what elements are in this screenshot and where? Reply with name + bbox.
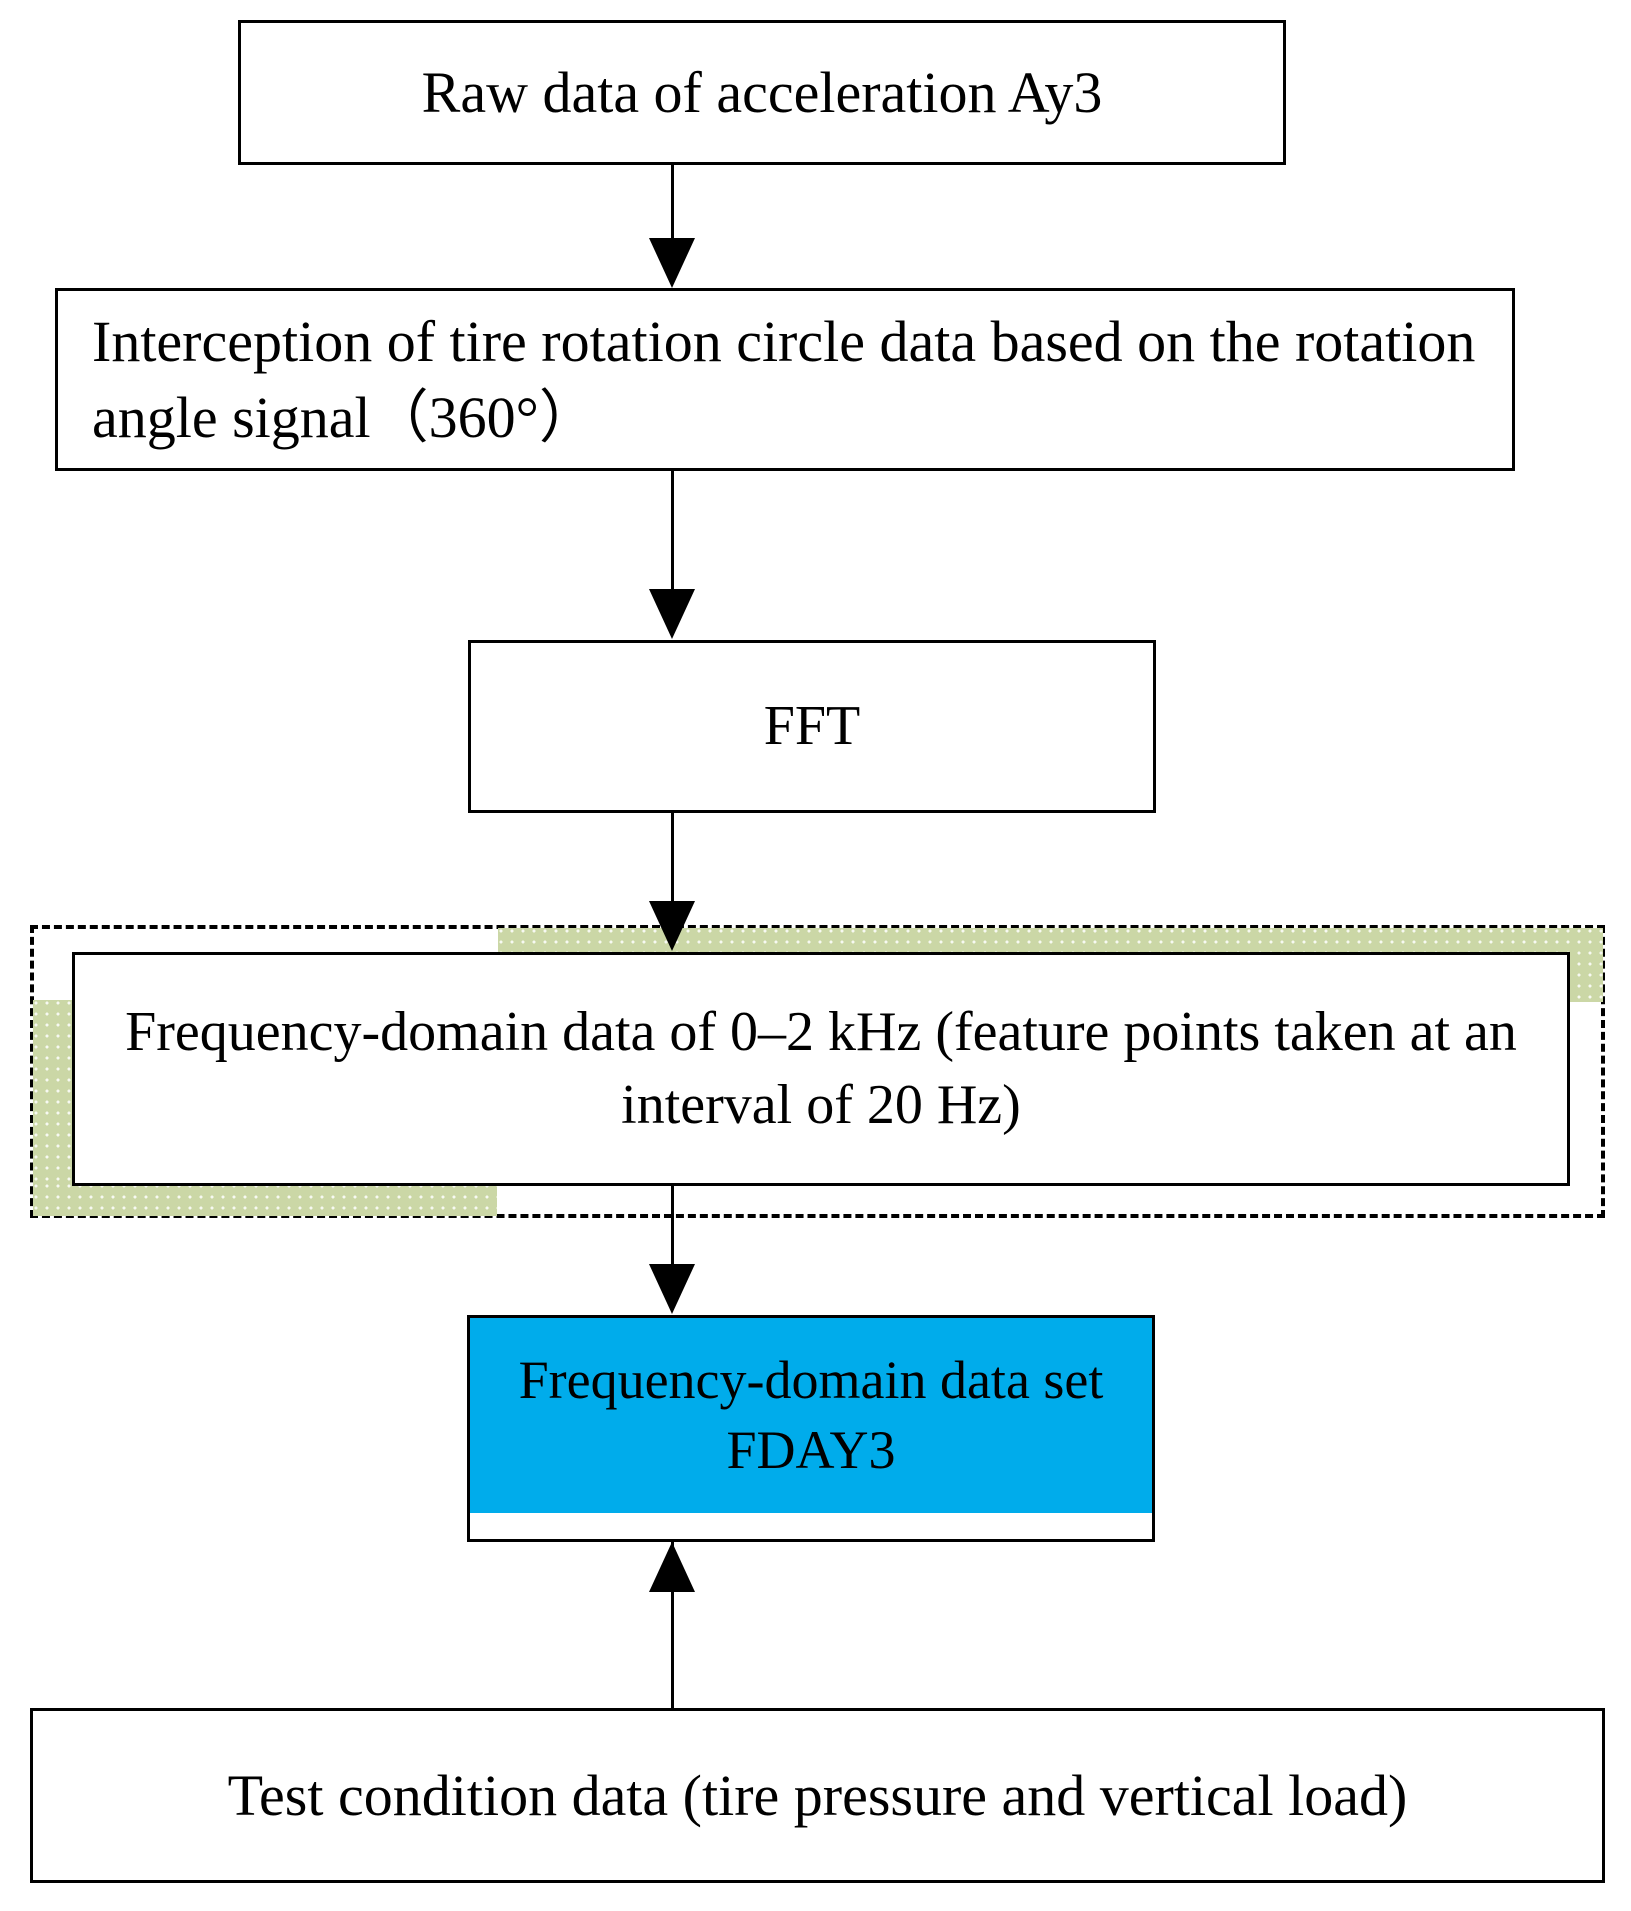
node-frequency-domain-data[interactable]: Frequency-domain data of 0–2 kHz (featur… bbox=[72, 952, 1570, 1186]
edge-line bbox=[671, 1186, 674, 1266]
arrowhead-down-icon bbox=[649, 238, 695, 288]
edge-line bbox=[671, 1542, 674, 1708]
fday3-blue-fill: Frequency-domain data set FDAY3 bbox=[470, 1318, 1152, 1513]
green-highlight-left-band bbox=[33, 1000, 77, 1188]
arrowhead-down-icon bbox=[649, 1264, 695, 1314]
edge-line bbox=[671, 813, 674, 903]
green-highlight-bottom-band bbox=[33, 1183, 497, 1216]
arrowhead-up-icon bbox=[649, 1542, 695, 1592]
node-raw-data-label: Raw data of acceleration Ay3 bbox=[421, 59, 1103, 125]
node-test-condition-data-label: Test condition data (tire pressure and v… bbox=[227, 1762, 1408, 1828]
dashed-group-frame bbox=[30, 925, 1605, 1218]
node-interception-label: Interception of tire rotation circle dat… bbox=[92, 309, 1476, 450]
node-frequency-domain-data-label: Frequency-domain data of 0–2 kHz (featur… bbox=[125, 1001, 1517, 1136]
node-raw-data[interactable]: Raw data of acceleration Ay3 bbox=[238, 20, 1286, 165]
node-fft[interactable]: FFT bbox=[468, 640, 1156, 813]
arrowhead-down-icon bbox=[649, 589, 695, 639]
edge-line bbox=[671, 165, 674, 240]
edge-line bbox=[671, 471, 674, 591]
node-fft-label: FFT bbox=[763, 695, 861, 758]
node-fday3-dataset[interactable]: Frequency-domain data set FDAY3 bbox=[467, 1315, 1155, 1542]
arrowhead-down-icon bbox=[649, 901, 695, 951]
node-fday3-dataset-label: Frequency-domain data set FDAY3 bbox=[518, 1350, 1104, 1480]
node-interception[interactable]: Interception of tire rotation circle dat… bbox=[55, 288, 1515, 471]
node-test-condition-data[interactable]: Test condition data (tire pressure and v… bbox=[30, 1708, 1605, 1883]
